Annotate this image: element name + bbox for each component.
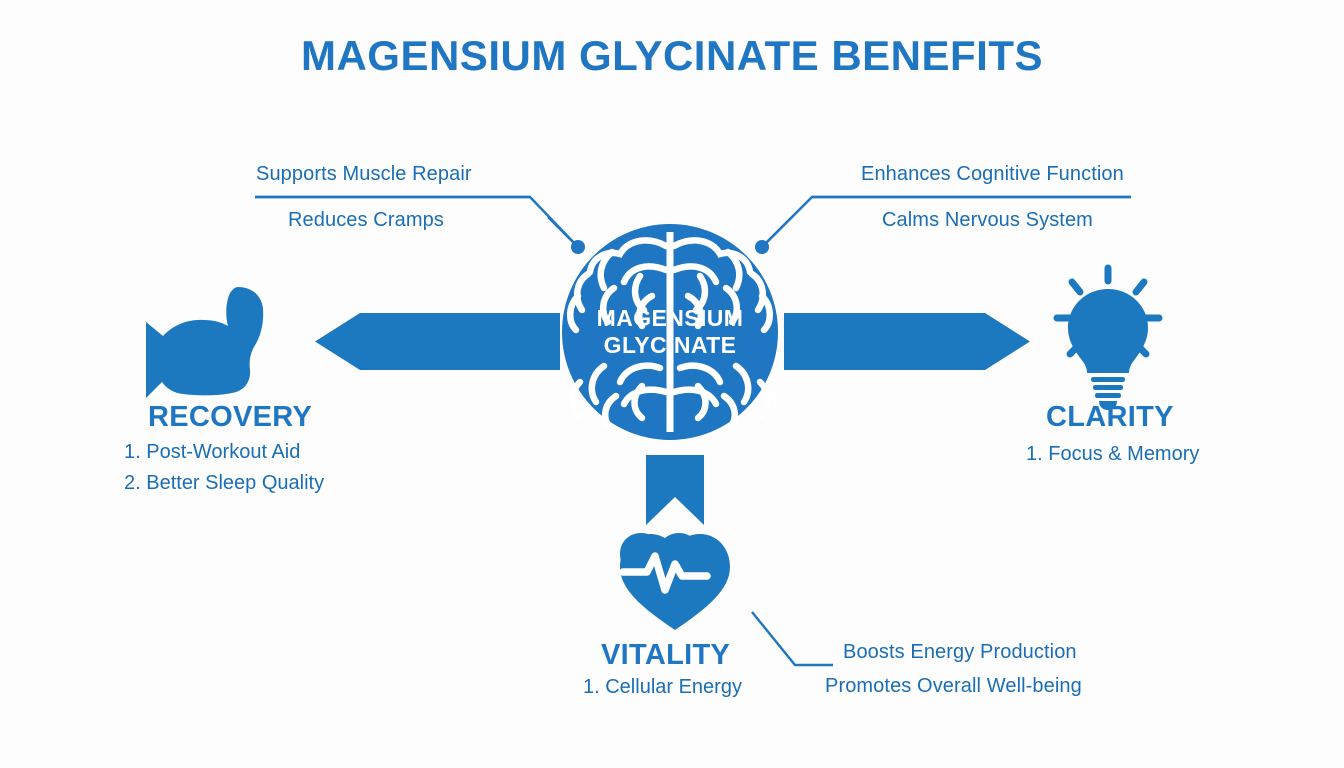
node-item-recovery-2: 2. Better Sleep Quality: [124, 472, 325, 494]
callout-top-right-line-2: Calms Nervous System: [882, 209, 1093, 231]
callout-top-left-line-1: Supports Muscle Repair: [256, 163, 472, 185]
page-title: MAGENSIUM GLYCINATE BENEFITS: [300, 32, 1044, 79]
arrow-down: [646, 455, 704, 525]
node-title-recovery: RECOVERY: [148, 401, 313, 433]
arrow-left: [315, 313, 560, 370]
node-item-vitality-1: 1. Cellular Energy: [583, 676, 742, 698]
connector-bottom-right: [751, 611, 833, 667]
node-title-vitality: VITALITY: [601, 639, 731, 671]
heart-pulse-icon: [619, 533, 730, 630]
node-title-clarity: CLARITY: [1046, 401, 1174, 433]
callout-bottom-right-line-2: Promotes Overall Well-being: [825, 675, 1082, 697]
callout-top-right-line-1: Enhances Cognitive Function: [861, 163, 1124, 185]
callout-top-left-line-2: Reduces Cramps: [288, 209, 444, 231]
node-item-recovery-1: 1. Post-Workout Aid: [124, 441, 301, 463]
flexed-bicep-icon: [146, 287, 264, 398]
brain-icon: [547, 216, 793, 440]
callout-bottom-right-line-1: Boosts Energy Production: [843, 641, 1077, 663]
node-item-clarity-1: 1. Focus & Memory: [1026, 443, 1200, 465]
arrow-right: [784, 313, 1030, 370]
lightbulb-icon: [1053, 264, 1163, 410]
